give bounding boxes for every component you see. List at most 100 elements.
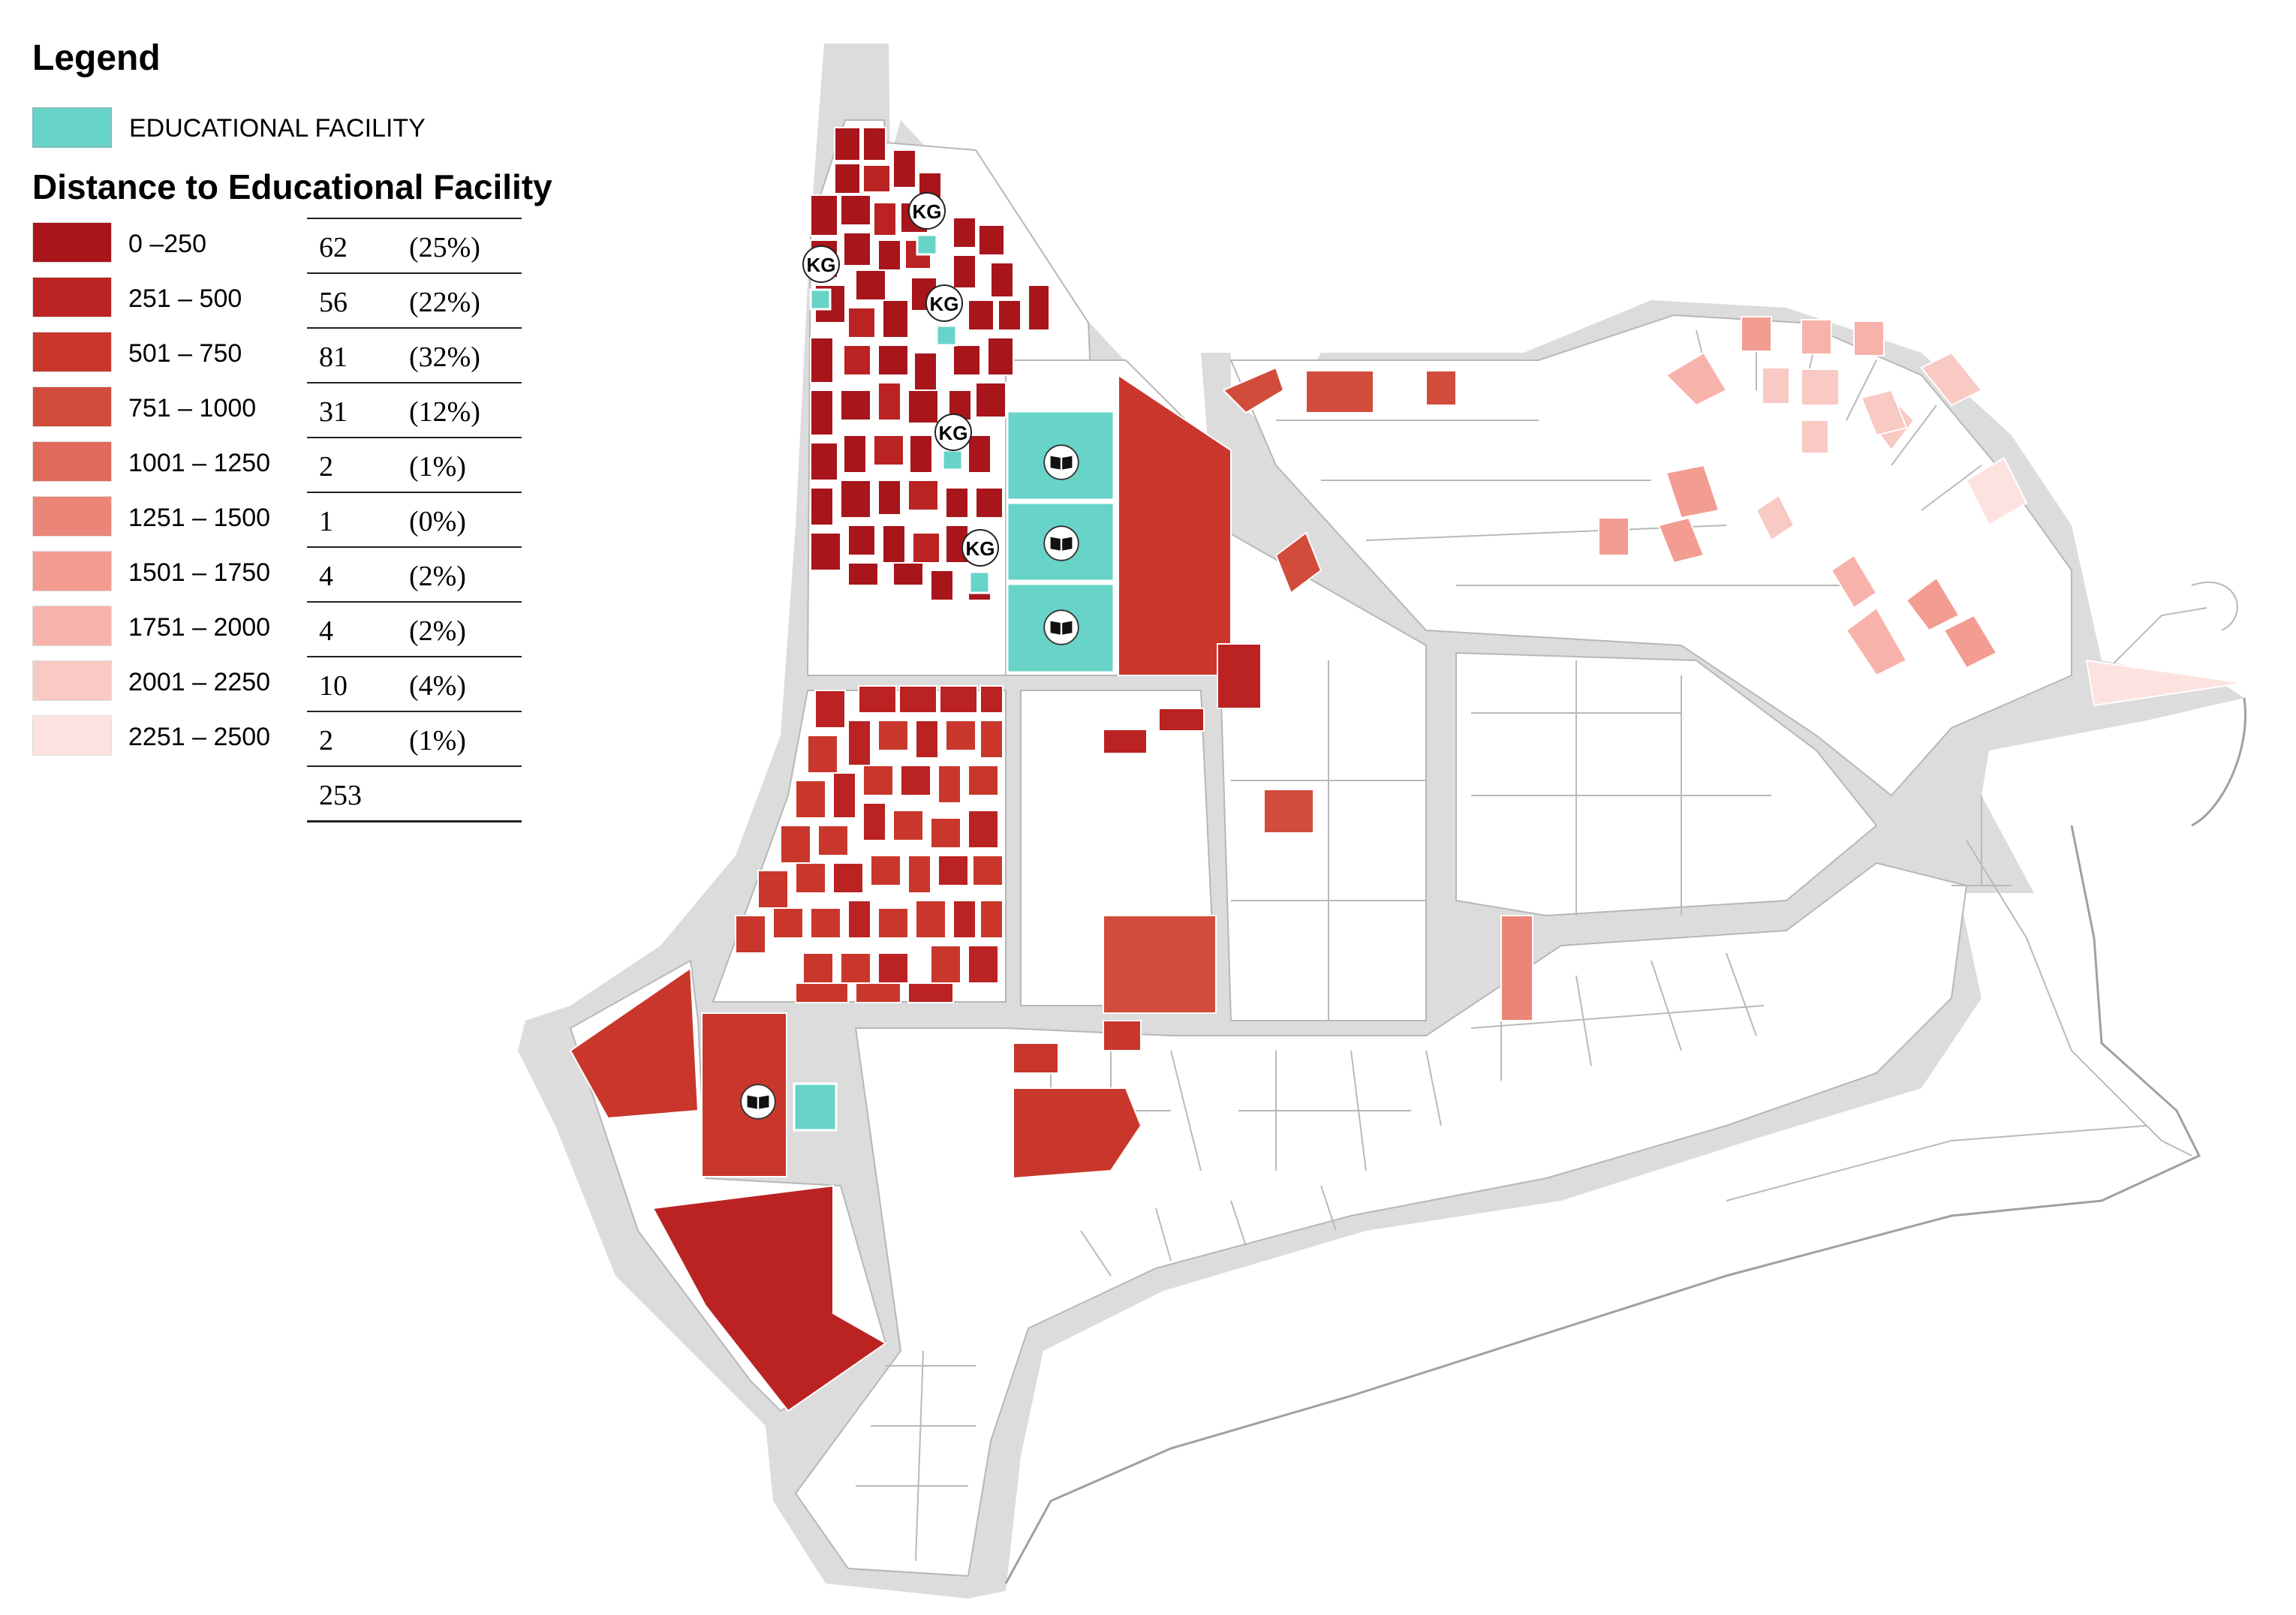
parcel [1801,319,1832,355]
stat-percent: (32%) [409,341,480,373]
parcel [810,532,841,571]
parcel [907,389,939,424]
range-swatch [32,441,112,482]
parcel [855,982,901,1003]
parcel [939,685,978,714]
parcel [843,344,871,376]
parcel [915,900,946,939]
stat-row: 1 (0%) [307,492,522,546]
parcel [862,765,894,796]
stat-count: 31 [319,396,348,428]
parcel [1853,320,1885,356]
stat-count: 62 [319,232,348,263]
parcel [1965,456,2028,527]
parcel [873,435,904,466]
range-row: 1251 – 1500 [32,496,302,537]
parcel [909,435,933,474]
stat-total: 253 [319,780,362,811]
parcel [987,337,1014,376]
stat-count: 2 [319,451,333,483]
parcel [1665,351,1728,407]
parcel [913,352,937,391]
parcel [877,480,901,516]
parcel [847,900,871,939]
parcel [975,487,1004,519]
parcel [912,532,940,564]
educational-facility-kindergarten [968,570,991,594]
stat-row: 31(12%) [307,382,522,437]
range-row: 2251 – 2500 [32,715,302,756]
parcel [952,900,976,939]
parcel [847,525,876,556]
parcel [967,945,999,984]
stat-row: 4 (2%) [307,601,522,656]
stat-percent: (0%) [409,506,466,537]
parcel [1801,420,1829,454]
kindergarten-marker [925,284,963,322]
range-swatch [32,660,112,701]
parcel [843,232,871,266]
parcel [858,685,897,714]
stat-percent: (2%) [409,561,466,592]
parcel [832,772,856,819]
parcel [1103,915,1217,1014]
parcel [2085,659,2245,707]
parcel [945,720,976,751]
range-row: 1751 – 2000 [32,606,302,646]
parcel-southwest-west [569,967,700,1120]
parcel [892,149,916,188]
parcel [840,194,871,226]
parcel [735,915,766,954]
parcel [877,344,909,376]
stat-percent: (2%) [409,615,466,647]
block-north-east [1229,314,2072,797]
parcel [1860,389,1908,437]
parcel [907,855,931,894]
kindergarten-marker-label: KG [807,254,836,276]
parcel [907,480,939,511]
educational-facility-kindergarten [809,288,832,311]
parcel [967,299,995,331]
range-row: 1501 – 1750 [32,551,302,591]
parcel [795,862,826,894]
kindergarten-marker-label: KG [939,422,968,444]
legend-title: Legend [32,38,161,78]
parcel [877,720,909,751]
parcel [802,952,834,984]
parcel [1263,789,1314,834]
parcel [972,855,1004,886]
parcel [998,299,1022,331]
stat-row: 10(4%) [307,656,522,711]
parcel [967,435,992,474]
parcel [795,982,849,1003]
parcel [855,269,886,301]
parcel [840,952,871,984]
parcel [1845,606,1908,677]
parcel [772,907,804,939]
parcel [1500,915,1533,1021]
parcel [979,685,1004,714]
parcel [1741,316,1772,352]
range-row: 0 –250 [32,222,302,263]
parcel [832,862,864,894]
parcels-west [735,685,1004,1003]
educational-facility-swatch [32,107,112,148]
block-east-center [1455,651,1878,917]
book-icon [1043,525,1079,561]
parcel [882,299,909,338]
parcel [810,442,838,481]
range-swatch [32,386,112,427]
parcel [877,239,901,271]
parcel [1217,643,1262,709]
parcel [979,900,1004,939]
parcel [1158,708,1205,732]
range-label: 251 – 500 [128,284,242,313]
kindergarten-marker [908,192,946,230]
range-swatch [32,715,112,756]
stat-count: 4 [319,615,333,647]
stat-count: 1 [319,506,333,537]
parcel [937,855,969,886]
parcel [930,570,954,601]
range-label: 1501 – 1750 [128,558,271,587]
